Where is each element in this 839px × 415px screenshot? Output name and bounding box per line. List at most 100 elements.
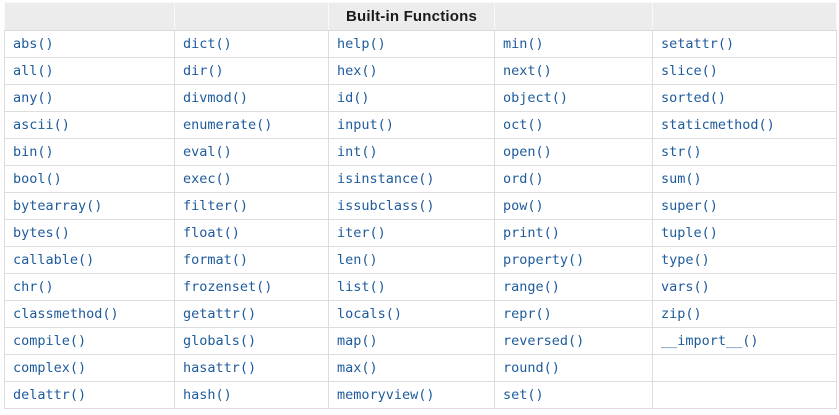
function-cell: list() xyxy=(328,273,495,301)
function-link[interactable]: reversed() xyxy=(503,333,585,349)
function-cell: staticmethod() xyxy=(652,111,837,139)
function-cell: oct() xyxy=(494,111,653,139)
function-cell: compile() xyxy=(4,327,175,355)
function-link[interactable]: object() xyxy=(503,90,569,106)
function-cell: exec() xyxy=(174,165,329,193)
table-row: bytearray() filter() issubclass() pow() supe… xyxy=(4,192,837,220)
function-link[interactable]: id() xyxy=(337,90,370,106)
function-link[interactable]: bytes() xyxy=(13,225,70,241)
function-link[interactable]: set() xyxy=(503,387,544,403)
function-link[interactable]: chr() xyxy=(13,279,54,295)
function-link[interactable]: any() xyxy=(13,90,54,106)
function-link[interactable]: sum() xyxy=(661,171,702,187)
function-link[interactable]: compile() xyxy=(13,333,87,349)
function-cell: str() xyxy=(652,138,837,166)
function-link[interactable]: callable() xyxy=(13,252,95,268)
function-link[interactable]: hasattr() xyxy=(183,360,257,376)
function-link[interactable]: str() xyxy=(661,144,702,160)
function-cell: round() xyxy=(494,354,653,382)
function-link[interactable]: format() xyxy=(183,252,249,268)
function-link[interactable]: bytearray() xyxy=(13,198,103,214)
function-link[interactable]: dict() xyxy=(183,36,232,52)
function-link[interactable]: ord() xyxy=(503,171,544,187)
function-link[interactable]: enumerate() xyxy=(183,117,273,133)
function-cell: getattr() xyxy=(174,300,329,328)
function-link[interactable]: dir() xyxy=(183,63,224,79)
function-cell: frozenset() xyxy=(174,273,329,301)
function-link[interactable]: frozenset() xyxy=(183,279,273,295)
function-link[interactable]: len() xyxy=(337,252,378,268)
function-cell: max() xyxy=(328,354,495,382)
function-link[interactable]: exec() xyxy=(183,171,232,187)
function-link[interactable]: sorted() xyxy=(661,90,727,106)
function-cell xyxy=(652,354,837,382)
function-link[interactable]: open() xyxy=(503,144,552,160)
function-link[interactable]: memoryview() xyxy=(337,387,435,403)
function-link[interactable]: all() xyxy=(13,63,54,79)
table-body: abs() dict() help() min() setattr() all() dir(… xyxy=(4,30,837,409)
function-cell: any() xyxy=(4,84,175,112)
function-link[interactable]: abs() xyxy=(13,36,54,52)
function-link[interactable]: tuple() xyxy=(661,225,718,241)
function-link[interactable]: vars() xyxy=(661,279,710,295)
function-cell: super() xyxy=(652,192,837,220)
function-link[interactable]: property() xyxy=(503,252,585,268)
function-link[interactable]: next() xyxy=(503,63,552,79)
function-cell: divmod() xyxy=(174,84,329,112)
function-link[interactable]: zip() xyxy=(661,306,702,322)
function-link[interactable]: setattr() xyxy=(661,36,735,52)
function-link[interactable]: super() xyxy=(661,198,718,214)
function-cell: zip() xyxy=(652,300,837,328)
table-row: compile() globals() map() reversed() __impor… xyxy=(4,327,837,355)
function-link[interactable]: int() xyxy=(337,144,378,160)
function-cell: classmethod() xyxy=(4,300,175,328)
function-link[interactable]: repr() xyxy=(503,306,552,322)
function-cell: globals() xyxy=(174,327,329,355)
function-cell: hasattr() xyxy=(174,354,329,382)
function-cell: filter() xyxy=(174,192,329,220)
function-link[interactable]: issubclass() xyxy=(337,198,435,214)
function-cell: set() xyxy=(494,381,653,409)
function-cell: format() xyxy=(174,246,329,274)
function-cell: sum() xyxy=(652,165,837,193)
header-row: Built-in Functions xyxy=(4,2,837,31)
table-row: classmethod() getattr() locals() repr() zip(… xyxy=(4,300,837,328)
function-link[interactable]: help() xyxy=(337,36,386,52)
function-link[interactable]: hex() xyxy=(337,63,378,79)
function-link[interactable]: range() xyxy=(503,279,560,295)
function-link[interactable]: ascii() xyxy=(13,117,70,133)
function-link[interactable]: list() xyxy=(337,279,386,295)
function-link[interactable]: staticmethod() xyxy=(661,117,775,133)
function-link[interactable]: isinstance() xyxy=(337,171,435,187)
function-link[interactable]: divmod() xyxy=(183,90,249,106)
function-cell: hex() xyxy=(328,57,495,85)
function-link[interactable]: pow() xyxy=(503,198,544,214)
function-link[interactable]: complex() xyxy=(13,360,87,376)
function-link[interactable]: iter() xyxy=(337,225,386,241)
function-link[interactable]: globals() xyxy=(183,333,257,349)
function-link[interactable]: slice() xyxy=(661,63,718,79)
function-link[interactable]: delattr() xyxy=(13,387,87,403)
function-link[interactable]: getattr() xyxy=(183,306,257,322)
function-link[interactable]: eval() xyxy=(183,144,232,160)
function-cell: hash() xyxy=(174,381,329,409)
function-link[interactable]: hash() xyxy=(183,387,232,403)
function-link[interactable]: min() xyxy=(503,36,544,52)
function-link[interactable]: filter() xyxy=(183,198,249,214)
function-link[interactable]: type() xyxy=(661,252,710,268)
function-link[interactable]: input() xyxy=(337,117,394,133)
function-cell: dir() xyxy=(174,57,329,85)
function-link[interactable]: locals() xyxy=(337,306,403,322)
function-cell: open() xyxy=(494,138,653,166)
function-link[interactable]: classmethod() xyxy=(13,306,119,322)
function-cell: input() xyxy=(328,111,495,139)
function-link[interactable]: bool() xyxy=(13,171,62,187)
function-link[interactable]: bin() xyxy=(13,144,54,160)
function-link[interactable]: map() xyxy=(337,333,378,349)
function-link[interactable]: max() xyxy=(337,360,378,376)
function-link[interactable]: round() xyxy=(503,360,560,376)
function-link[interactable]: print() xyxy=(503,225,560,241)
function-link[interactable]: float() xyxy=(183,225,240,241)
function-link[interactable]: oct() xyxy=(503,117,544,133)
function-link[interactable]: __import__() xyxy=(661,333,759,349)
